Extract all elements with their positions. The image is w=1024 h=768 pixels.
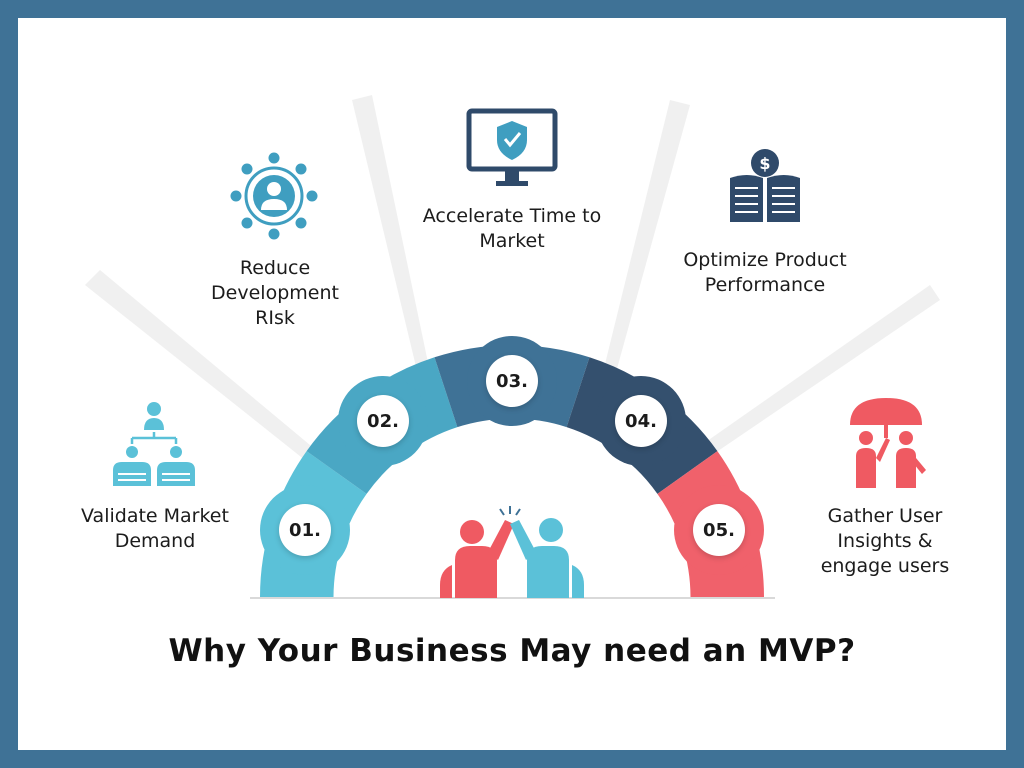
high-five-icon xyxy=(440,506,584,598)
step-number-03: 03. xyxy=(486,355,538,407)
light-rays xyxy=(85,95,940,480)
step-number-04: 04. xyxy=(615,395,667,447)
step-label-03: Accelerate Time to Market xyxy=(422,205,602,252)
step-number-02: 02. xyxy=(357,395,409,447)
network-person-icon xyxy=(230,152,318,240)
step-number-01: 01. xyxy=(279,504,331,556)
step-label-01: Validate Market Demand xyxy=(81,505,229,552)
svg-text:$: $ xyxy=(759,154,770,173)
step-number-05: 05. xyxy=(693,504,745,556)
monitor-shield-icon xyxy=(466,108,558,186)
umbrella-people-icon xyxy=(850,398,926,488)
page-title: Why Your Business May need an MVP? xyxy=(168,633,856,669)
step-label-05: Gather User Insights & engage users xyxy=(820,505,950,577)
dollar-book-icon: $ xyxy=(730,149,800,222)
step-label-04: Optimize Product Performance xyxy=(683,249,847,296)
team-hierarchy-icon xyxy=(113,402,195,486)
step-label-02: Reduce Development RIsk xyxy=(211,257,339,329)
